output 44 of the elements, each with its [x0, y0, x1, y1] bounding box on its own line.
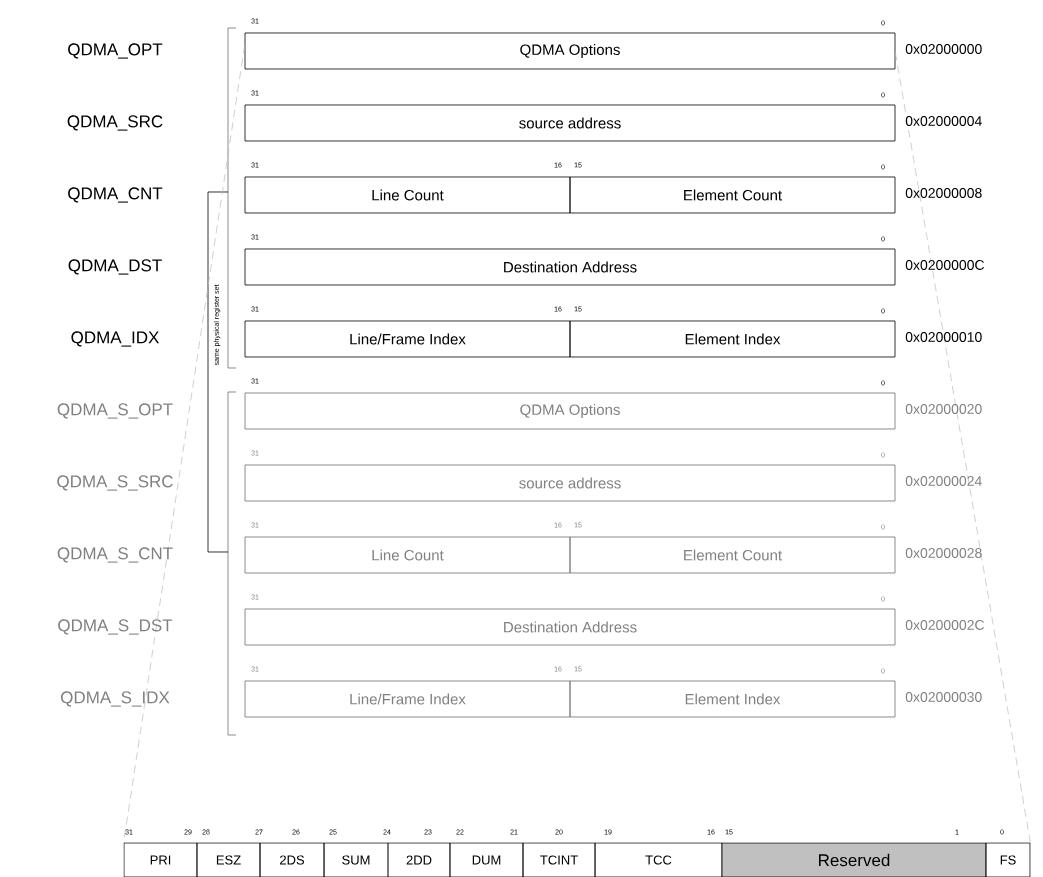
register-address: 0x02000004 — [905, 116, 982, 126]
register-field: FS — [985, 842, 1031, 877]
register-field: SUM — [323, 842, 389, 877]
register-name: QDMA_S_IDX — [61, 691, 170, 707]
register-field: Destination Address — [244, 608, 896, 646]
register-address: 0x02000010 — [905, 332, 982, 342]
register-field: Line/Frame Index — [244, 680, 571, 718]
register-field: 2DS — [259, 842, 325, 877]
expansion-line — [123, 45, 245, 843]
register-name: QDMA_S_OPT — [57, 403, 173, 419]
register-field: DUM — [449, 842, 524, 877]
register-name: QDMA_CNT — [68, 187, 163, 203]
register-name: QDMA_S_CNT — [57, 547, 173, 563]
register-name: QDMA_SRC — [67, 115, 163, 131]
register-field: Element Count — [569, 176, 896, 214]
register-field: QDMA Options — [244, 32, 896, 70]
register-field: Line Count — [244, 176, 571, 214]
register-address: 0x02000024 — [905, 476, 982, 486]
register-address: 0x02000020 — [905, 404, 982, 414]
register-field: Element Index — [569, 320, 896, 358]
register-field: source address — [244, 464, 896, 502]
register-field: Element Index — [569, 680, 896, 718]
register-address: 0x0200002C — [905, 620, 985, 630]
register-field: Line Count — [244, 536, 571, 574]
register-field: Line/Frame Index — [244, 320, 571, 358]
register-field: TCINT — [522, 842, 596, 877]
register-address: 0x0200000C — [905, 260, 985, 270]
register-field: PRI — [123, 842, 198, 877]
register-name: QDMA_S_SRC — [57, 475, 173, 491]
register-name: QDMA_IDX — [71, 331, 160, 347]
register-field: Element Count — [569, 536, 896, 574]
register-field: 2DD — [387, 842, 451, 877]
register-field: source address — [244, 104, 896, 142]
register-field: TCC — [594, 842, 723, 877]
register-address: 0x02000028 — [905, 548, 982, 558]
register-name: QDMA_S_DST — [58, 619, 173, 635]
register-address: 0x02000000 — [905, 44, 982, 54]
register-field: Reserved — [721, 842, 987, 877]
register-address: 0x02000008 — [905, 188, 982, 198]
register-field: Destination Address — [244, 248, 896, 286]
register-field: ESZ — [196, 842, 261, 877]
register-name: QDMA_DST — [68, 259, 162, 275]
register-field: QDMA Options — [244, 392, 896, 430]
register-name: QDMA_OPT — [68, 43, 163, 59]
